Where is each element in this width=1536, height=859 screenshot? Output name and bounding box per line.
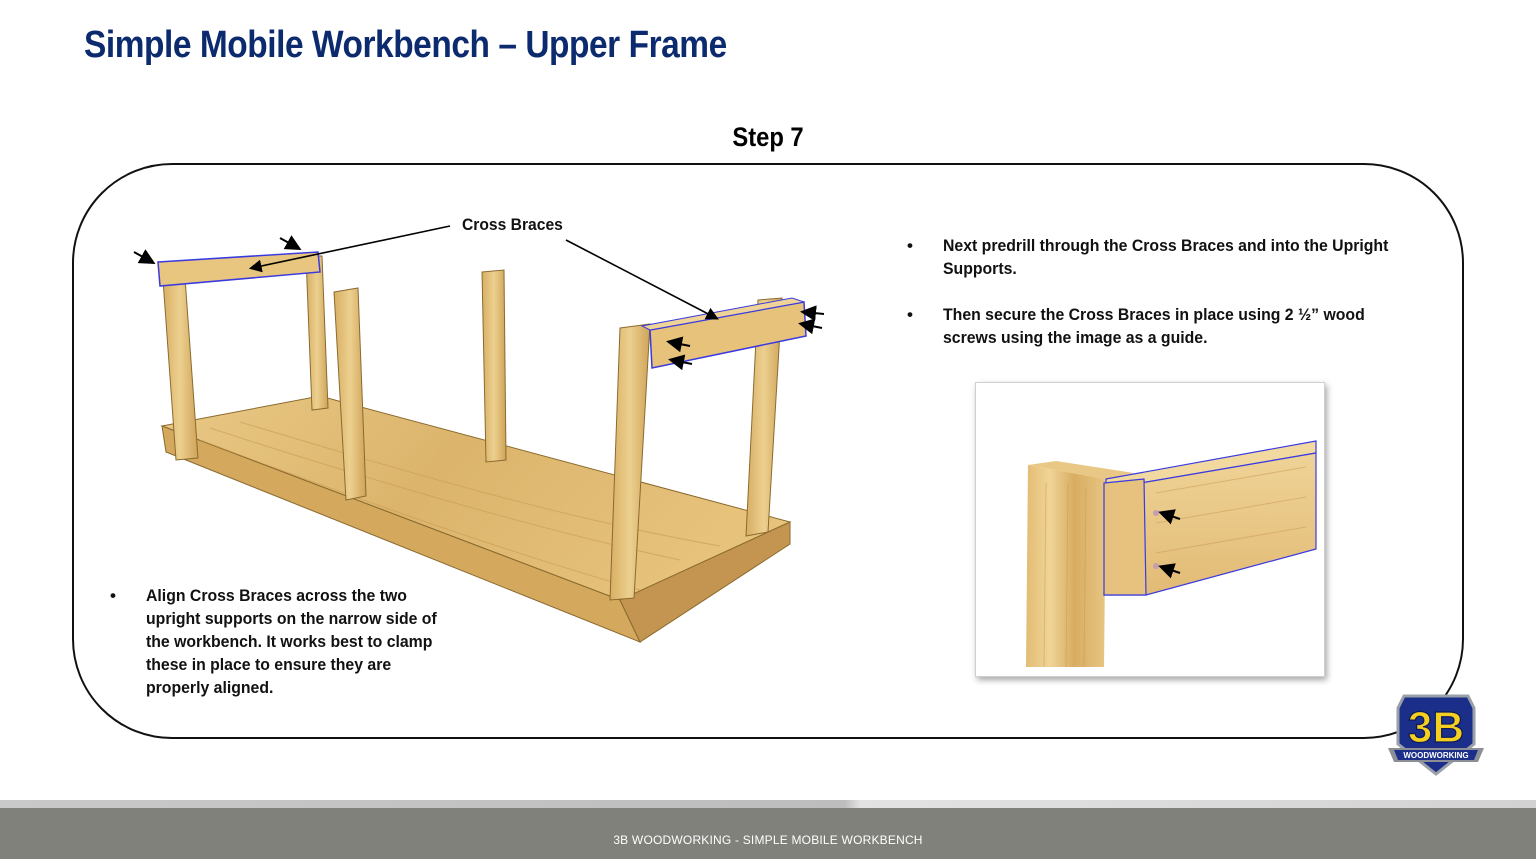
logo-badge-icon: 3B WOODWORKING: [1388, 694, 1484, 776]
logo-sub-text: WOODWORKING: [1403, 751, 1468, 760]
logo-brand-text: 3B: [1408, 703, 1464, 752]
footer-text: 3B WOODWORKING - SIMPLE MOBILE WORKBENCH: [613, 833, 923, 847]
bullet-text: Then secure the Cross Braces in place us…: [943, 305, 1365, 347]
bullet-text: Align Cross Braces across the two uprigh…: [146, 586, 437, 697]
post-middle-1: [333, 287, 367, 501]
bullet-text: Next predrill through the Cross Braces a…: [943, 236, 1389, 278]
left-bullet-list: • Align Cross Braces across the two upri…: [110, 584, 460, 722]
post-middle-2: [481, 269, 507, 463]
cross-braces-label: Cross Braces: [462, 215, 563, 234]
bullet-icon: •: [110, 586, 116, 605]
list-item: • Then secure the Cross Braces in place …: [907, 303, 1427, 349]
bullet-icon: •: [907, 236, 913, 255]
detail-brace-end: [1103, 478, 1147, 596]
footer-accent-band: [0, 800, 1536, 810]
post-right-back: [745, 297, 783, 537]
workbench-illustration: [133, 225, 825, 643]
step-heading: Step 7: [732, 122, 804, 152]
post-left-back: [305, 255, 329, 411]
right-bullet-list: • Next predrill through the Cross Braces…: [907, 234, 1427, 372]
arrow-icon: [133, 235, 825, 371]
base-right-edge: [619, 521, 791, 643]
footer-bar: [0, 808, 1536, 859]
detail-closeup-image: [975, 382, 1325, 677]
list-item: • Next predrill through the Cross Braces…: [907, 234, 1427, 280]
bullet-icon: •: [907, 305, 913, 324]
list-item: • Align Cross Braces across the two upri…: [110, 584, 460, 699]
post-right-front: [609, 323, 651, 601]
content-frame: [72, 163, 1464, 739]
cross-brace-left: [157, 251, 321, 287]
page-title: Simple Mobile Workbench – Upper Frame: [84, 24, 727, 66]
arrow-icon: [1158, 509, 1181, 579]
